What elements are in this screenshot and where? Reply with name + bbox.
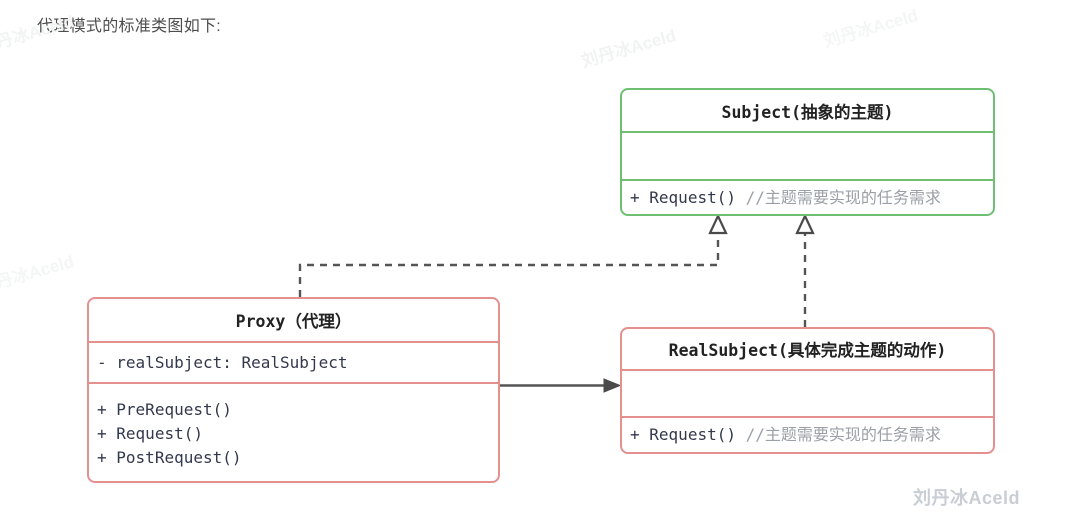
filled-arrowhead-icon <box>603 378 622 393</box>
class-member-row: + PostRequest() <box>89 446 498 470</box>
page-title: 代理模式的标准类图如下: <box>37 18 222 35</box>
member-signature: Request() <box>649 187 736 207</box>
methods-compartment: + Request() //主题需要实现的任务需求 <box>622 179 993 214</box>
member-visibility: + <box>97 424 107 443</box>
class-member-row: + Request() <box>89 422 498 446</box>
edge-realsubject-realizes-subject <box>795 213 815 327</box>
uml-class-realsubject[interactable]: RealSubject(具体完成主题的动作) + Request() //主题需… <box>620 327 995 454</box>
member-visibility: + <box>630 425 640 444</box>
class-name-proxy: Proxy（代理） <box>235 312 352 331</box>
uml-class-subject[interactable]: Subject(抽象的主题) + Request() //主题需要实现的任务需求 <box>620 88 995 216</box>
attributes-compartment: - realSubject: RealSubject <box>89 341 498 382</box>
member-visibility: + <box>97 400 107 419</box>
member-signature: Request() <box>649 425 736 444</box>
member-signature: realSubject: RealSubject <box>116 352 348 372</box>
member-signature: PreRequest() <box>116 400 232 419</box>
class-name-compartment: RealSubject(具体完成主题的动作) <box>622 329 993 369</box>
class-name-compartment: Subject(抽象的主题) <box>622 90 993 131</box>
member-visibility: + <box>97 448 107 467</box>
member-signature: PostRequest() <box>116 448 242 467</box>
edge-proxy-realizes-subject <box>298 213 728 297</box>
member-comment: //主题需要实现的任务需求 <box>745 187 941 207</box>
class-name-realsubject: RealSubject(具体完成主题的动作) <box>668 341 947 360</box>
member-visibility: + <box>630 187 640 207</box>
class-name-subject: Subject(抽象的主题) <box>721 102 894 122</box>
methods-compartment: + Request() //主题需要实现的任务需求 <box>622 416 993 452</box>
uml-class-proxy[interactable]: Proxy（代理） - realSubject: RealSubject + P… <box>87 297 500 483</box>
hollow-triangle-arrowhead-icon <box>795 213 815 235</box>
member-comment: //主题需要实现的任务需求 <box>745 425 941 444</box>
attributes-compartment <box>622 369 993 416</box>
hollow-triangle-arrowhead-icon <box>708 213 728 235</box>
class-name-compartment: Proxy（代理） <box>89 299 498 341</box>
class-member-row: + Request() //主题需要实现的任务需求 <box>622 423 993 447</box>
class-member-row: - realSubject: RealSubject <box>89 351 498 375</box>
class-member-row: + Request() //主题需要实现的任务需求 <box>622 186 993 210</box>
member-signature: Request() <box>116 424 203 443</box>
edge-proxy-uses-realsubject <box>500 378 622 393</box>
class-member-row: + PreRequest() <box>89 398 498 422</box>
member-visibility: - <box>97 352 107 372</box>
methods-compartment: + PreRequest() + Request() + PostRequest… <box>89 382 498 481</box>
attributes-compartment <box>622 131 993 179</box>
